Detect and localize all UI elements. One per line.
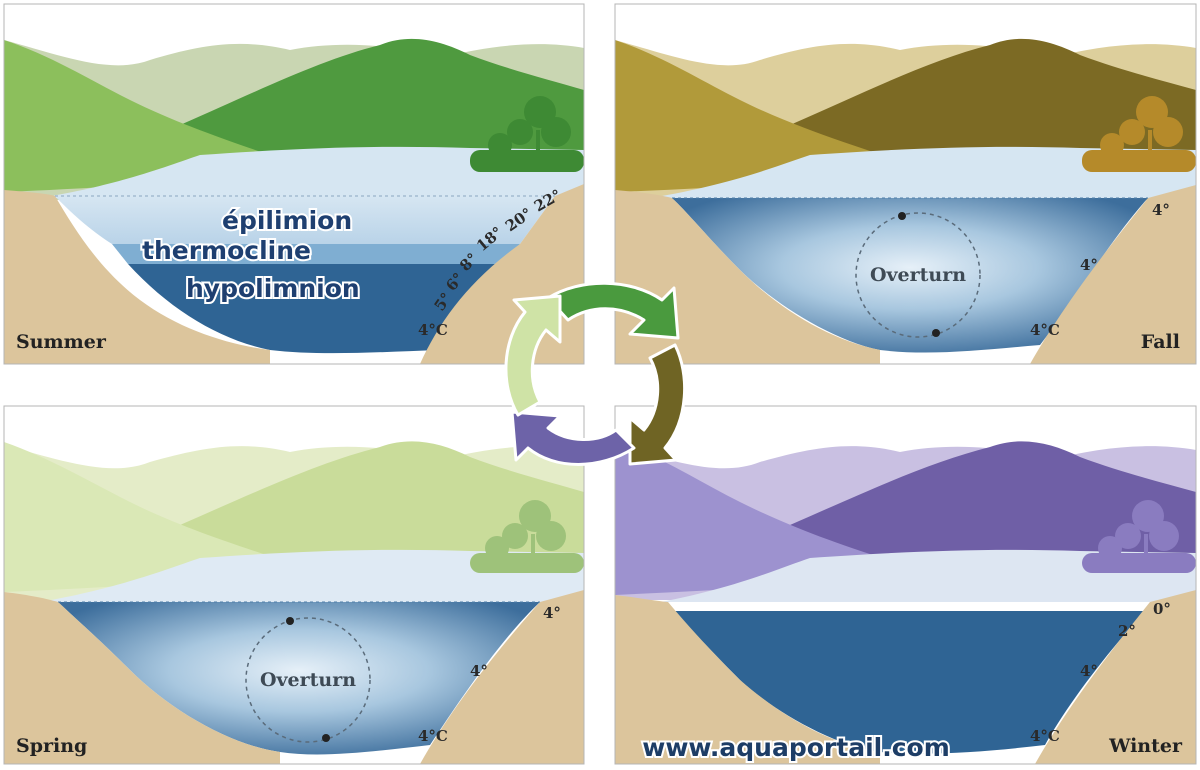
mixed-water: [58, 602, 540, 755]
temp-label: 2°: [1118, 622, 1136, 640]
tree-icon: [485, 500, 566, 566]
mid-hill: [790, 441, 1196, 580]
layer-label-epilimnion: épilimion: [222, 206, 352, 235]
shore-grass: [470, 150, 584, 172]
lake-bank-right: [1030, 185, 1196, 364]
epilimnion-layer: [55, 196, 555, 244]
overturn-circulation: [245, 617, 371, 743]
temp-label: 4°C: [1030, 321, 1060, 339]
watermark: www.aquaportail.com: [642, 733, 950, 762]
shore-grass: [470, 553, 584, 573]
temp-label: 4°C: [418, 321, 448, 339]
mid-hill: [180, 38, 584, 180]
lake-bank-left: [615, 190, 880, 364]
panel-summer: Summer épilimion thermocline hypolimnion…: [4, 4, 584, 364]
background-lake: [650, 549, 1196, 604]
lake-bank-left: [615, 595, 880, 764]
cycle-arrow-icon: [628, 343, 687, 466]
temp-label: 0°: [1153, 600, 1171, 618]
near-hill: [4, 442, 320, 592]
cycle-arrow-icon: [546, 281, 680, 340]
background-lake: [650, 146, 1196, 198]
circulation-marker: [898, 212, 906, 220]
cold-water: [674, 611, 1145, 754]
season-label: Summer: [16, 331, 107, 353]
circulation-marker: [286, 617, 294, 625]
season-label: Spring: [16, 735, 87, 757]
seasonal-cycle-arrows: [504, 281, 687, 466]
temp-label: 4°: [1152, 201, 1170, 219]
temp-label: 4°: [543, 604, 561, 622]
ice-layer: [668, 602, 1150, 611]
season-label: Fall: [1141, 331, 1180, 353]
lake-bank-left: [4, 190, 270, 364]
cycle-arrow-icon: [510, 410, 636, 466]
lake-bank-right: [1035, 590, 1196, 764]
panel-fall: Overturn Fall 4° 4° 4°C: [615, 4, 1196, 364]
lake-bank-right: [420, 590, 584, 764]
shore-grass: [1082, 150, 1196, 172]
layer-label-hypolimnion: hypolimnion: [186, 274, 360, 303]
cycle-arrow-icon: [504, 294, 562, 417]
hypolimnion-layer: [128, 264, 500, 354]
lake-bank-left: [4, 592, 280, 764]
season-label: Winter: [1108, 735, 1183, 757]
temp-label: 4°: [470, 662, 488, 680]
temp-label: 4°C: [1030, 727, 1060, 745]
tree-icon: [488, 96, 571, 163]
panel-spring: Overturn Spring 4° 4° 4°C: [4, 406, 584, 764]
thermocline-layer: [112, 244, 520, 264]
background-lake: [40, 146, 584, 198]
panel-winter: Winter 0° 2° 4° 4°C: [615, 406, 1196, 764]
temp-label: 4°: [1080, 256, 1098, 274]
layer-label-thermocline: thermocline: [142, 236, 311, 265]
mid-hill: [790, 38, 1196, 180]
mid-hill: [180, 441, 584, 580]
circulation-marker: [322, 734, 330, 742]
background-lake: [40, 549, 584, 602]
mixed-water: [672, 198, 1148, 353]
temp-label: 4°: [1080, 662, 1098, 680]
shore-grass: [1082, 553, 1196, 573]
overturn-label: Overturn: [870, 264, 966, 286]
overturn-label: Overturn: [260, 669, 356, 691]
temp-label: 4°C: [418, 727, 448, 745]
circulation-marker: [932, 329, 940, 337]
overturn-circulation: [855, 212, 981, 338]
